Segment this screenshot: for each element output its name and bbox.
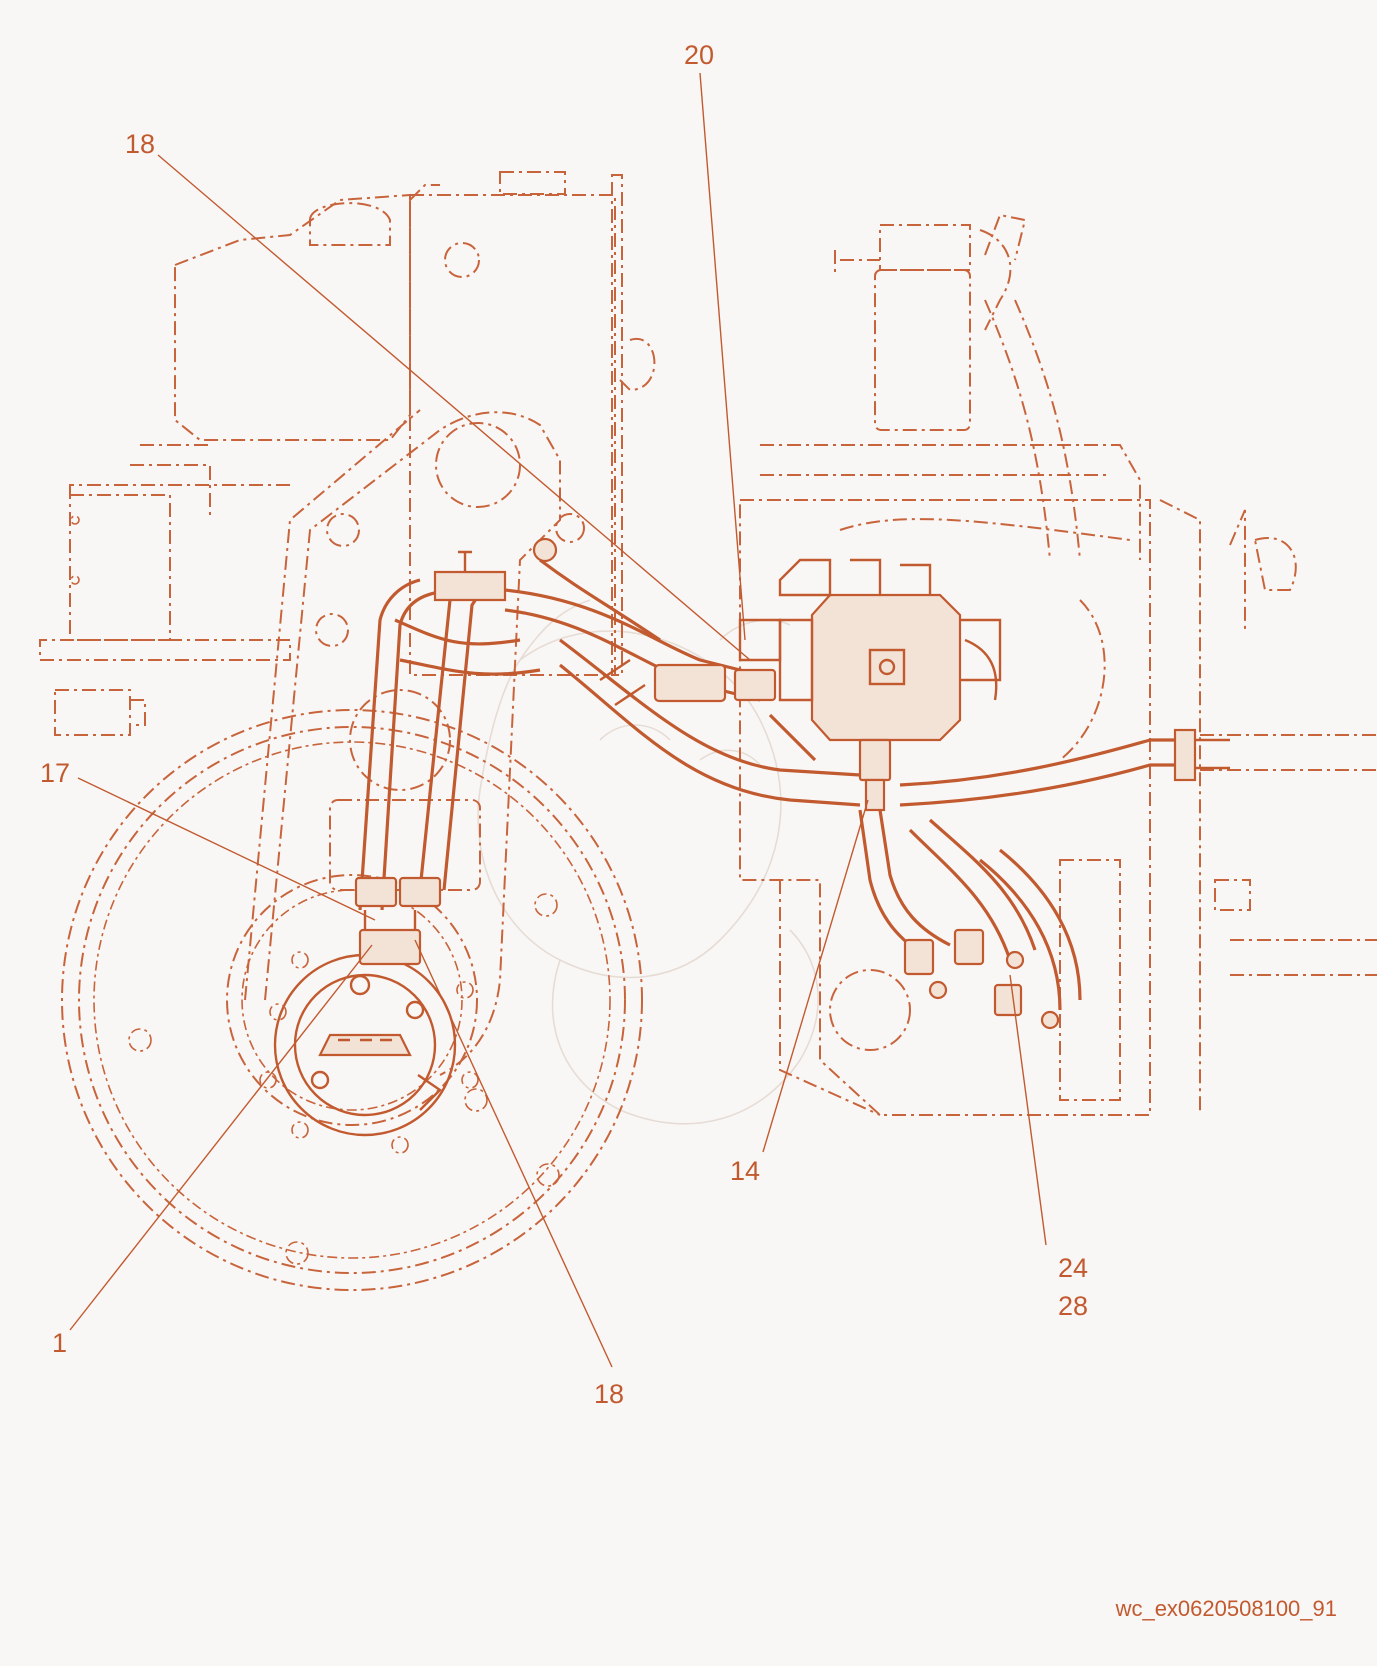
drum-motor-hoses [354, 550, 541, 966]
callout-24: 24 [1058, 1253, 1088, 1283]
lower-hose-group [858, 728, 1230, 1030]
drum-hub-motor [259, 951, 479, 1154]
callout-17: 17 [40, 758, 70, 788]
callout-18-upper: 18 [125, 129, 155, 159]
callout-1: 1 [52, 1328, 67, 1358]
frame-side-plate [244, 409, 585, 1076]
engine-housing [39, 171, 656, 736]
callout-leaders [69, 72, 1047, 1368]
main-hose-run [504, 537, 861, 807]
callout-18-lower: 18 [594, 1379, 624, 1409]
drum-bolt-icon [128, 893, 560, 1265]
drawing-reference-code: wc_ex0620508100_91 [1115, 1596, 1337, 1621]
rear-chassis [739, 499, 1377, 1116]
drive-drum [61, 709, 643, 1291]
filter-assembly [760, 213, 1141, 761]
callout-28: 28 [1058, 1291, 1088, 1321]
hub-bolt-icon [259, 951, 479, 1154]
callout-labels: 20 18 17 14 24 28 1 18 [40, 40, 1088, 1409]
callout-20: 20 [684, 40, 714, 70]
hydraulic-pump-block [738, 558, 1002, 812]
callout-14: 14 [730, 1156, 760, 1186]
